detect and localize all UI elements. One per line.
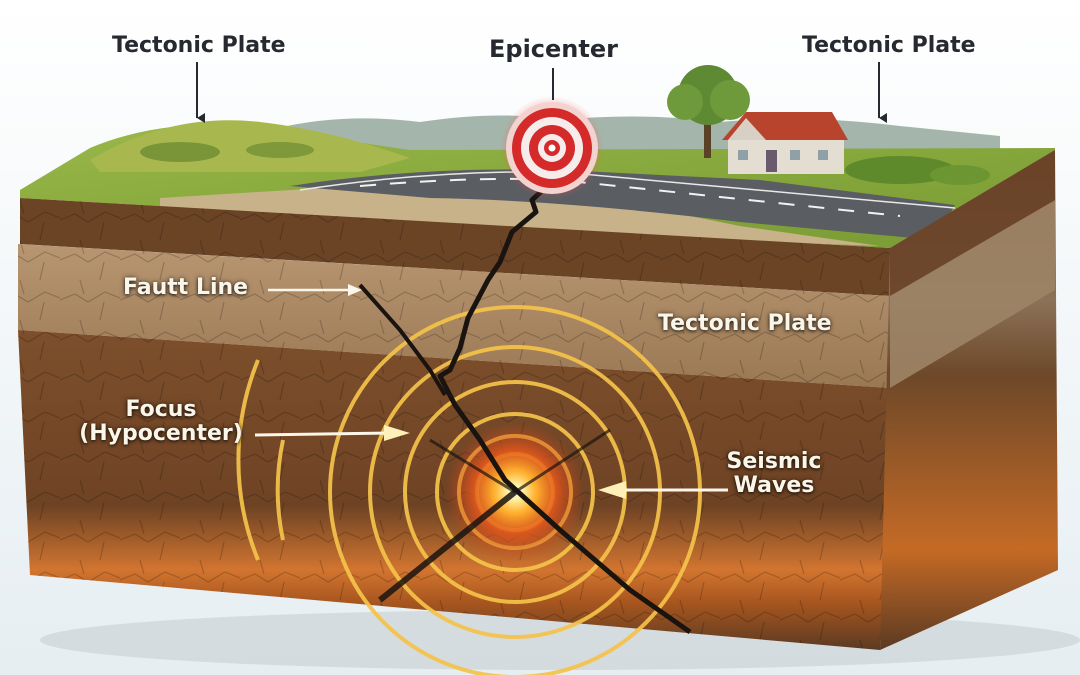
- label-focus: Focus (Hypocenter): [72, 397, 250, 447]
- fault-crack: [437, 159, 692, 635]
- label-tectonic-plate-middle: Tectonic Plate: [658, 311, 832, 336]
- label-tectonic-plate-right: Tectonic Plate: [802, 33, 976, 58]
- arrow-seismic-waves: [598, 481, 728, 499]
- epicenter-target-icon: [500, 96, 604, 200]
- label-focus-line2: (Hypocenter): [79, 421, 243, 447]
- arrow-fault-line: [268, 284, 362, 296]
- road: [290, 169, 955, 240]
- label-seismic-line2: Waves: [733, 473, 815, 499]
- tree-icon: [667, 65, 750, 158]
- arrow-focus: [254, 425, 410, 441]
- label-tectonic-plate-left: Tectonic Plate: [112, 33, 286, 58]
- label-focus-line1: Focus: [125, 397, 197, 422]
- label-fault-line: Fautt Line: [123, 275, 249, 300]
- label-seismic-line1: Seismic: [726, 449, 822, 474]
- label-epicenter: Epicenter: [489, 35, 618, 63]
- label-seismic-waves: Seismic Waves: [722, 449, 826, 499]
- house-icon: [722, 112, 848, 174]
